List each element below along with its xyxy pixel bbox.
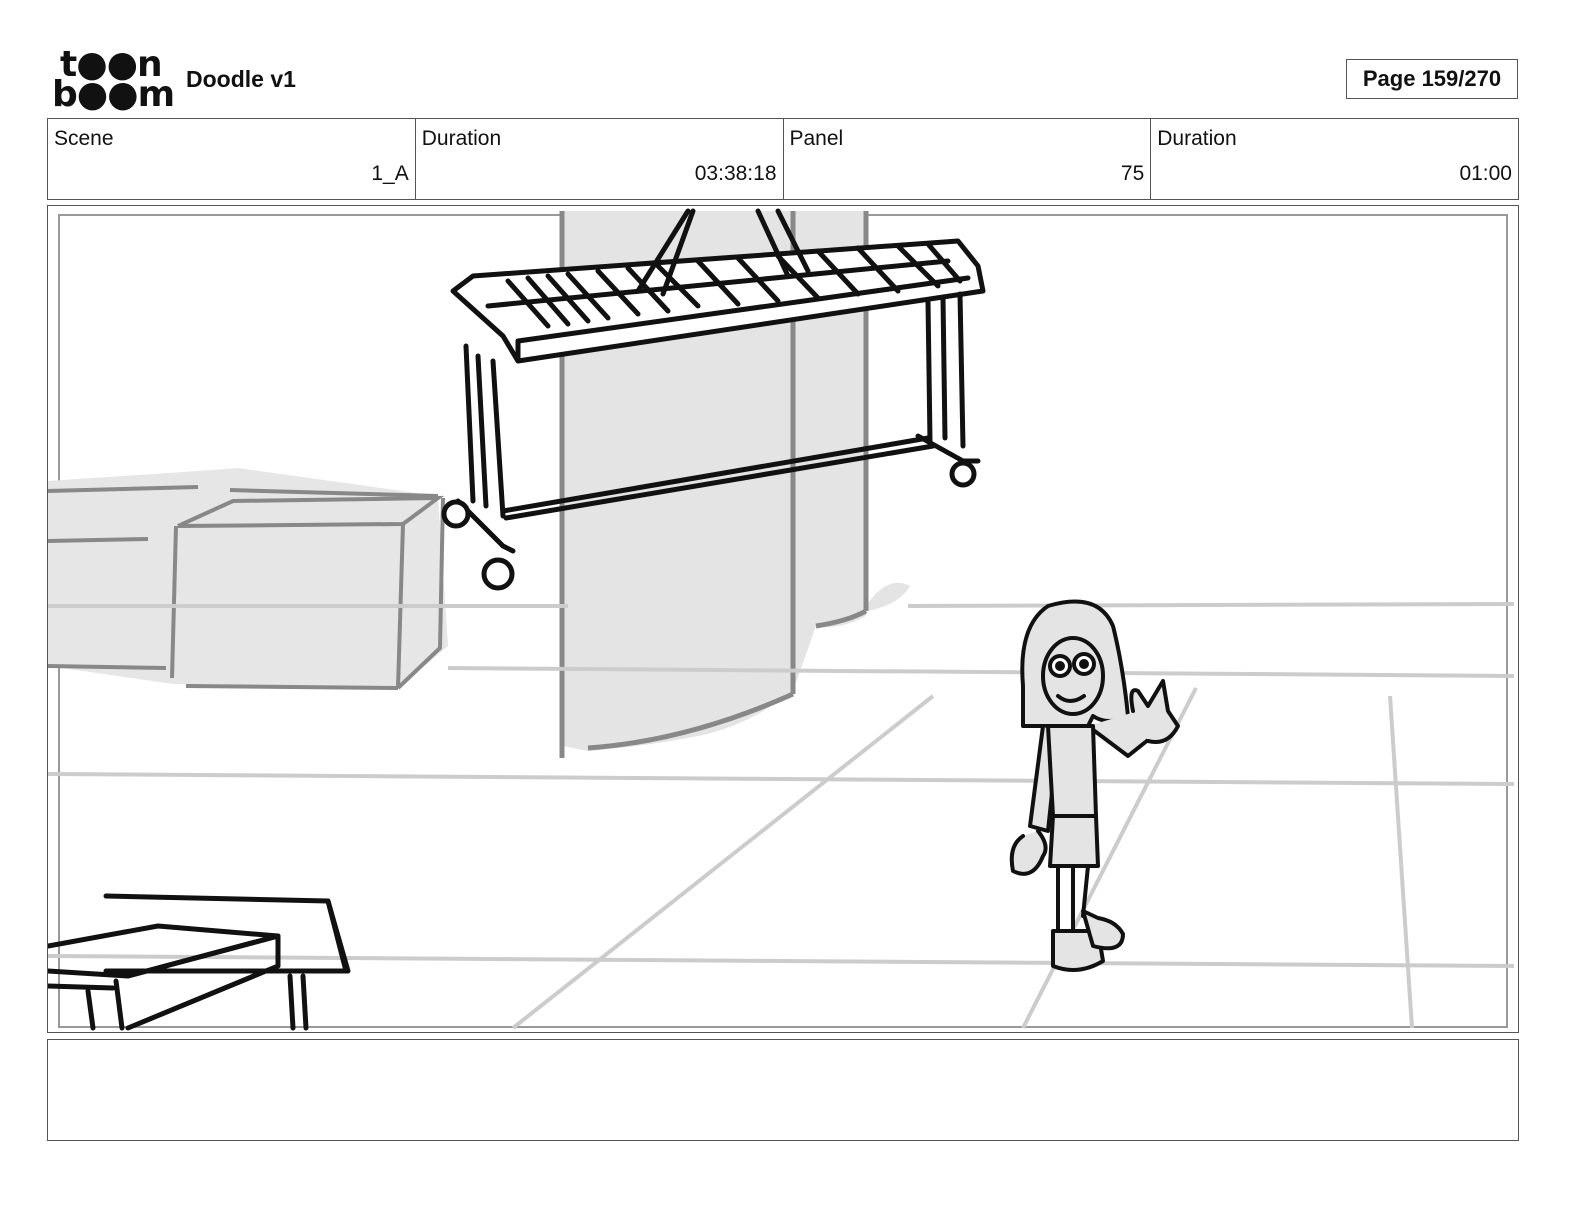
curtain-hem-right [815, 608, 868, 629]
panel-value: 75 [1120, 162, 1145, 185]
scene-duration-cell: Duration 03:38:18 [416, 119, 784, 199]
box-top [177, 495, 445, 528]
box-line [229, 488, 439, 498]
floor-line [48, 954, 1515, 968]
panel-duration-cell: Duration 01:00 [1151, 119, 1518, 199]
floor-perspective-line [511, 694, 935, 1030]
logo-line-2: b●●m [52, 74, 175, 115]
box-line [185, 684, 399, 690]
panel-duration-value: 01:00 [1459, 162, 1512, 185]
logo-line-1: t●●n [60, 44, 163, 85]
panel-cell: Panel 75 [784, 119, 1152, 199]
panel-info-table: Scene 1_A Duration 03:38:18 Panel 75 Dur… [47, 118, 1519, 200]
floor-perspective-line [1388, 695, 1414, 1029]
box-line [48, 537, 149, 543]
floor-line [447, 666, 1515, 678]
scene-value: 1_A [371, 162, 409, 185]
box-line [396, 497, 445, 690]
panel-label: Panel [789, 127, 844, 150]
scene-duration-value: 03:38:18 [694, 162, 777, 185]
box-line [170, 525, 178, 679]
floor-line [48, 772, 1515, 786]
storyboard-panel-image [47, 205, 1519, 1033]
scene-duration-label: Duration [421, 127, 502, 150]
floor-line [907, 602, 1515, 608]
curtain-hem [587, 691, 795, 751]
table-sketch [48, 893, 351, 1031]
toonboom-logo: t●●n b●●m [52, 44, 175, 113]
floor-perspective-line [1021, 687, 1198, 1029]
scene-label: Scene [54, 127, 114, 150]
character-sketch [1009, 599, 1180, 972]
panel-notes-box [47, 1039, 1519, 1141]
panel-duration-label: Duration [1157, 127, 1237, 150]
box-line [48, 485, 199, 493]
page-indicator: Page 159/270 [1346, 59, 1518, 99]
marimba-sketch [441, 208, 986, 591]
scene-cell: Scene 1_A [48, 119, 416, 199]
document-title: Doodle v1 [186, 66, 296, 92]
storyboard-sketch [48, 208, 1515, 1031]
box-line [48, 664, 167, 670]
